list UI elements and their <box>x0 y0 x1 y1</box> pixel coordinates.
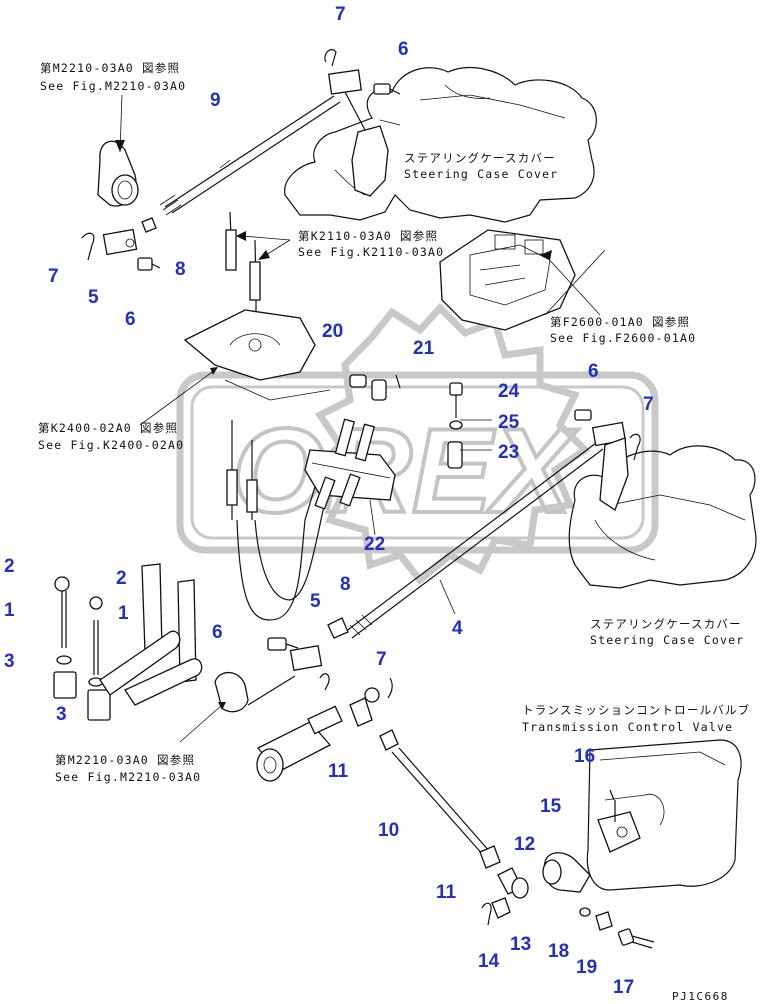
ref-m2210-bottom-jp: 第M2210-03A0 図参照 <box>55 753 195 767</box>
callout-7-middle: 7 <box>376 649 387 670</box>
leader-lines <box>115 94 606 743</box>
watermark-text: OREX <box>232 404 579 538</box>
steering-case-cover-right <box>568 437 757 589</box>
cylinder-and-rod-10 <box>256 677 529 926</box>
callout-10: 10 <box>378 820 399 841</box>
lower-levers <box>99 563 296 713</box>
bolt-stack-24-25-23 <box>447 382 463 469</box>
callout-5-middle: 5 <box>310 591 321 612</box>
clamp-assembly-middle <box>267 637 330 691</box>
ref-f2600-jp: 第F2600-01A0 図参照 <box>550 315 690 329</box>
callout-5-left: 5 <box>88 287 99 308</box>
callout-2-right: 2 <box>116 568 127 589</box>
callout-6-top: 6 <box>398 39 409 60</box>
callout-12: 12 <box>514 834 535 855</box>
callout-21: 21 <box>413 338 435 359</box>
valve-lever-parts <box>542 789 655 949</box>
label-steering-cover-right-en: Steering Case Cover <box>590 633 744 647</box>
callout-4: 4 <box>452 618 463 639</box>
drawing-code: PJ1C668 <box>672 990 729 1003</box>
mounting-plate <box>183 309 331 401</box>
bolt-6-top <box>373 83 401 95</box>
callout-8-middle: 8 <box>340 574 351 595</box>
reference-labels: 第M2210-03A0 図参照 See Fig.M2210-03A0 第K211… <box>38 61 750 784</box>
cable-ends-upper <box>225 211 261 345</box>
callout-22: 22 <box>364 534 385 555</box>
callout-16: 16 <box>574 746 595 767</box>
watermark: OREX <box>176 302 659 585</box>
control-rod-4 <box>327 409 641 639</box>
callout-7-right: 7 <box>643 394 654 415</box>
callouts: 7 6 9 7 5 8 6 20 21 24 6 7 25 23 22 2 1 … <box>4 4 654 998</box>
steering-case-cover-top <box>284 66 597 223</box>
callout-3-left: 3 <box>4 651 15 672</box>
callout-6-left: 6 <box>125 309 136 330</box>
lower-left-bolts <box>53 576 111 721</box>
ref-k2110-jp: 第K2110-03A0 図参照 <box>298 229 438 243</box>
ref-k2110-en: See Fig.K2110-03A0 <box>298 245 444 259</box>
callout-17: 17 <box>613 977 634 998</box>
cable-bracket-assembly <box>226 374 401 621</box>
ref-m2210-top-jp: 第M2210-03A0 図参照 <box>40 61 180 75</box>
ref-f2600-en: See Fig.F2600-01A0 <box>550 331 696 345</box>
callout-8-left: 8 <box>175 259 186 280</box>
callout-20: 20 <box>322 321 343 342</box>
callout-19: 19 <box>576 957 597 978</box>
callout-23: 23 <box>498 442 519 463</box>
callout-6-right: 6 <box>588 361 599 382</box>
label-steering-cover-right-jp: ステアリングケースカバー <box>590 617 742 631</box>
callout-7-top: 7 <box>335 4 346 25</box>
callout-13: 13 <box>510 934 531 955</box>
ref-k2400-jp: 第K2400-02A0 図参照 <box>38 421 178 435</box>
callout-1-right: 1 <box>118 603 129 624</box>
control-rod-9 <box>159 49 366 216</box>
ref-m2210-top-en: See Fig.M2210-03A0 <box>40 79 186 93</box>
callout-18: 18 <box>548 941 569 962</box>
clamp-assembly-top-left <box>81 140 161 271</box>
callout-3-right: 3 <box>56 704 67 725</box>
callout-11-bottom: 11 <box>436 882 457 903</box>
callout-1-left: 1 <box>4 600 15 621</box>
callout-11-top: 11 <box>328 761 349 782</box>
callout-15: 15 <box>540 796 562 817</box>
label-steering-cover-top-en: Steering Case Cover <box>404 167 558 181</box>
transmission-control-valve <box>586 739 742 891</box>
ref-m2210-bottom-en: See Fig.M2210-03A0 <box>55 770 201 784</box>
label-transmission-valve-jp: トランスミッションコントロールバルブ <box>522 703 750 717</box>
callout-2-left: 2 <box>4 556 15 577</box>
callout-9: 9 <box>210 90 221 111</box>
callout-24: 24 <box>498 381 520 402</box>
callout-25: 25 <box>498 412 520 433</box>
label-transmission-valve-en: Transmission Control Valve <box>522 720 733 734</box>
callout-14: 14 <box>478 951 500 972</box>
ref-k2400-en: See Fig.K2400-02A0 <box>38 438 184 452</box>
callout-7-left: 7 <box>48 266 59 287</box>
label-steering-cover-top-jp: ステアリングケースカバー <box>404 151 556 165</box>
callout-6-middle: 6 <box>212 622 223 643</box>
